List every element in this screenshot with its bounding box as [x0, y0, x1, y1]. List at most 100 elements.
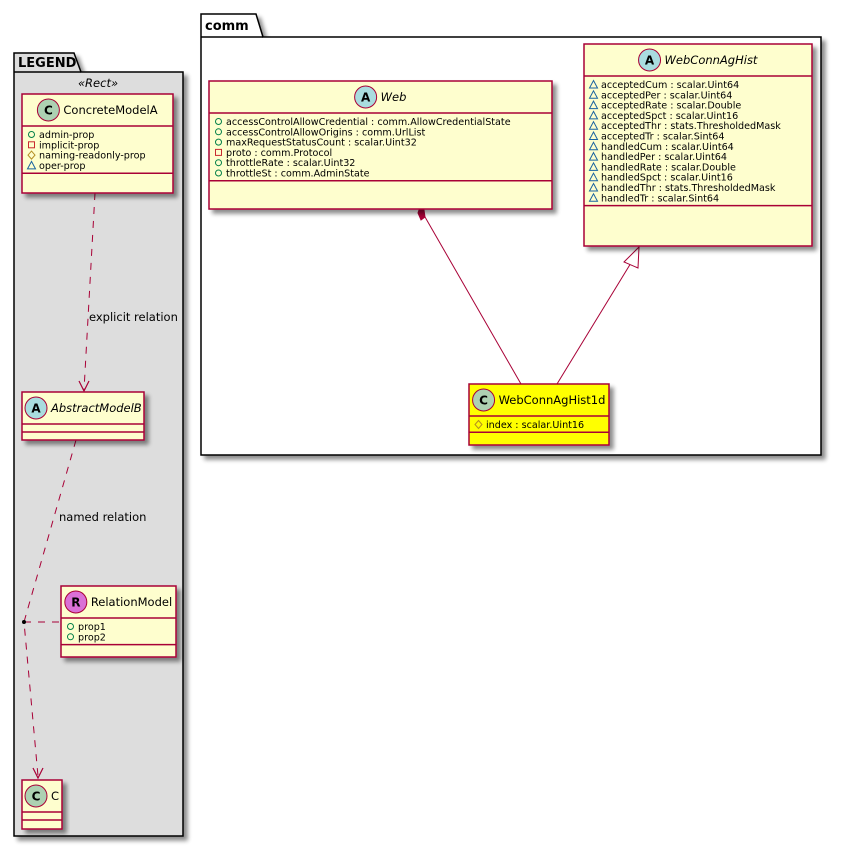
class-name: C — [51, 789, 59, 803]
package-visibility-icon — [588, 192, 599, 202]
comm-edges — [417, 206, 640, 385]
package-visibility-icon — [588, 141, 599, 151]
attribute-text: acceptedCum : scalar.Uint64 — [601, 80, 739, 91]
attribute-row: implicit-prop — [28, 140, 99, 151]
attribute-row: naming-readonly-prop — [27, 150, 146, 162]
attribute-text: proto : comm.Protocol — [226, 148, 332, 159]
class-type-badge-icon — [24, 396, 48, 420]
attribute-row: prop1 — [67, 622, 106, 633]
package-visibility-icon — [588, 100, 599, 110]
private-visibility-icon — [28, 141, 35, 149]
class-name: RelationModel — [91, 595, 172, 609]
explicit-relation-arrowhead — [78, 380, 90, 393]
package-visibility-icon — [588, 161, 599, 171]
public-visibility-icon — [215, 159, 222, 167]
attribute-text: handledCum : scalar.Uint64 — [601, 142, 734, 153]
attribute-row: prop2 — [67, 632, 106, 643]
attribute-text: implicit-prop — [39, 140, 99, 151]
class-type-letter: R — [71, 596, 80, 610]
public-visibility-icon — [215, 118, 222, 125]
attribute-text: naming-readonly-prop — [39, 151, 146, 162]
attribute-row: admin-prop — [28, 130, 94, 141]
attribute-text: accessControlAllowCredential : comm.Allo… — [226, 117, 511, 128]
attribute-row: maxRequestStatusCount : scalar.Uint32 — [215, 138, 417, 149]
public-visibility-icon — [215, 128, 222, 136]
attribute-text: maxRequestStatusCount : scalar.Uint32 — [226, 138, 417, 149]
class-type-badge-icon — [354, 85, 378, 109]
class-type-badge-icon — [638, 48, 662, 72]
class-type-badge-icon — [472, 388, 496, 412]
attribute-row: acceptedTr : scalar.Sint64 — [588, 130, 725, 143]
attribute-row: accessControlAllowOrigins : comm.UrlList — [215, 127, 425, 138]
inheritance-arrowhead — [623, 245, 640, 269]
attribute-text: acceptedRate : scalar.Double — [601, 101, 741, 112]
package-visibility-icon — [588, 120, 599, 130]
attribute-text: admin-prop — [39, 130, 94, 141]
package-visibility-icon — [588, 110, 599, 120]
attribute-row: acceptedCum : scalar.Uint64 — [588, 79, 739, 91]
package-visibility-icon — [588, 130, 599, 140]
inheritance-edge[interactable] — [556, 257, 635, 385]
attribute-row: throttleRate : scalar.Uint32 — [215, 158, 355, 169]
attribute-text: acceptedThr : stats.ThresholdedMask — [601, 121, 781, 132]
package-visibility-icon — [588, 89, 599, 99]
attribute-text: handledThr : stats.ThresholdedMask — [601, 183, 776, 194]
legend-edges: explicit relation named relation — [22, 192, 178, 780]
attribute-row: acceptedRate : scalar.Double — [588, 100, 741, 112]
attribute-row: handledRate : scalar.Double — [588, 161, 736, 173]
attribute-text: acceptedTr : scalar.Sint64 — [601, 132, 725, 143]
attribute-row: handledSpct : scalar.Uint16 — [588, 172, 733, 184]
class-box — [208, 80, 553, 210]
attribute-row: acceptedPer : scalar.Uint64 — [588, 89, 732, 101]
comm-package-title: comm — [205, 19, 249, 34]
class-type-letter: C — [44, 104, 53, 118]
class-type-letter: A — [361, 91, 371, 105]
named-relation-label: named relation — [59, 510, 146, 524]
class-type-badge-icon — [24, 784, 48, 808]
attribute-row: acceptedThr : stats.ThresholdedMask — [588, 120, 781, 132]
class-name: ConcreteModelA — [63, 103, 157, 117]
attribute-text: acceptedSpct : scalar.Uint16 — [601, 111, 738, 122]
package-visibility-icon — [26, 160, 37, 170]
attribute-text: throttleSt : comm.AdminState — [226, 169, 370, 180]
class-name: Web — [381, 90, 407, 104]
attribute-text: throttleRate : scalar.Uint32 — [226, 158, 355, 169]
class-type-badge-icon — [64, 590, 88, 614]
protected-visibility-icon — [27, 150, 36, 160]
class-c[interactable]: CC — [21, 779, 63, 830]
class-box — [583, 43, 813, 247]
class-type-letter: C — [32, 790, 41, 804]
composition-edge[interactable] — [420, 209, 522, 385]
public-visibility-icon — [28, 131, 35, 138]
attribute-row: handledCum : scalar.Uint64 — [588, 141, 734, 153]
attribute-row: proto : comm.Protocol — [215, 148, 332, 159]
protected-visibility-icon — [474, 419, 483, 430]
attribute-text: acceptedPer : scalar.Uint64 — [601, 90, 732, 101]
attribute-text: prop2 — [78, 632, 106, 643]
attribute-row: handledTr : scalar.Sint64 — [588, 192, 719, 204]
attribute-row: throttleSt : comm.AdminState — [215, 169, 370, 180]
public-visibility-icon — [215, 138, 222, 146]
class-boxes: ConcreteModelACadmin-propimplicit-propna… — [21, 43, 813, 830]
package-visibility-icon — [588, 182, 599, 192]
legend-stereotype: «Rect» — [78, 76, 118, 90]
package-visibility-icon — [588, 151, 599, 161]
class-concrete[interactable]: ConcreteModelA Cadmin-propimplicit-propna… — [21, 93, 174, 194]
package-visibility-icon — [588, 79, 599, 89]
class-type-badge-icon — [36, 98, 60, 122]
class-type-letter: A — [31, 402, 41, 416]
attribute-text: handledPer : scalar.Uint64 — [601, 152, 727, 163]
class-name: WebConnAgHist — [665, 53, 758, 67]
public-visibility-icon — [67, 633, 74, 641]
private-visibility-icon — [215, 148, 222, 156]
attribute-row: handledPer : scalar.Uint64 — [588, 151, 727, 163]
package-visibility-icon — [588, 172, 599, 182]
named-relation-arrowhead — [32, 767, 44, 780]
explicit-relation-edge[interactable] — [83, 192, 96, 391]
